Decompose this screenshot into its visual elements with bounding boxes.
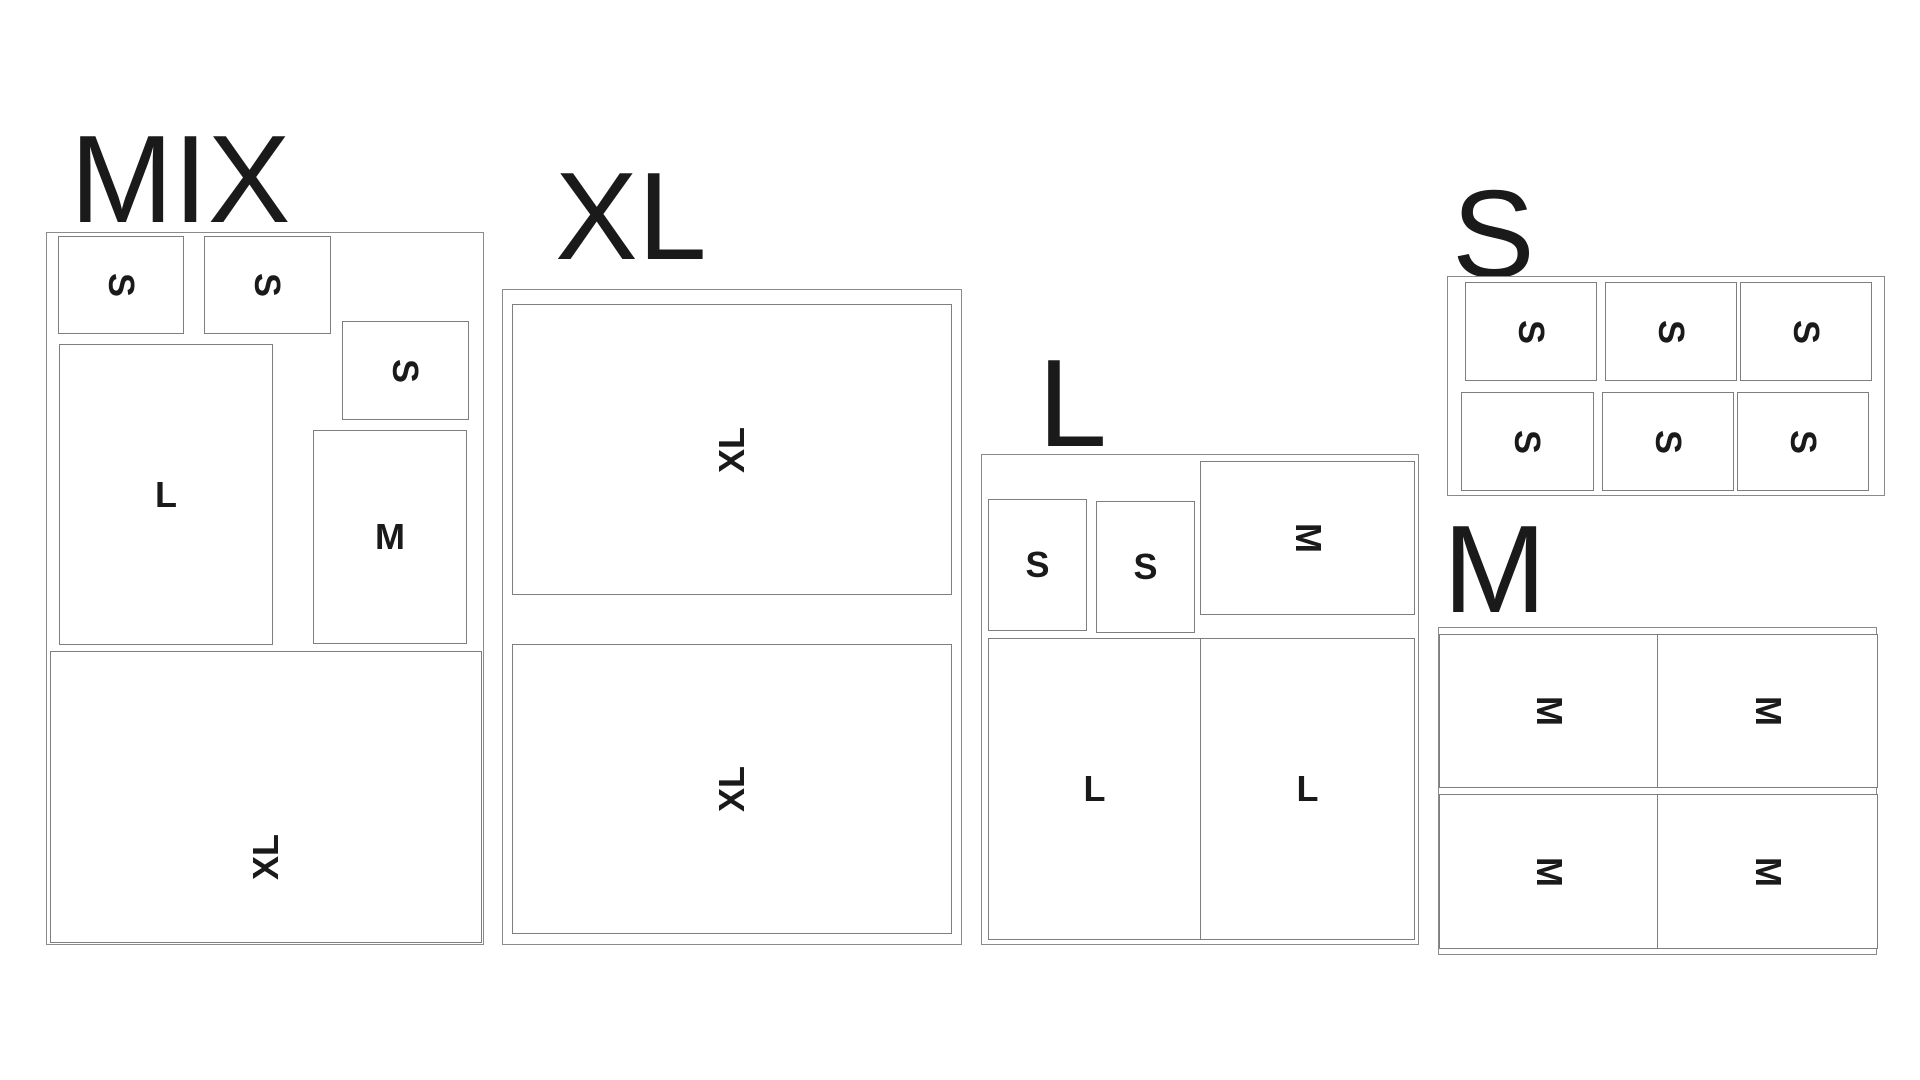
s-cell-2-label: S: [1650, 319, 1692, 344]
m-cell-2[interactable]: M: [1657, 634, 1878, 788]
l-group-box: S S M L L: [981, 454, 1419, 945]
m-cell-1-label: M: [1528, 696, 1570, 726]
mix-cell-l[interactable]: L: [59, 344, 273, 645]
xl-group-box: XL XL: [502, 289, 962, 945]
mix-cell-m[interactable]: M: [313, 430, 467, 644]
mix-cell-s-3-label: S: [385, 358, 427, 383]
s-cell-1-label: S: [1510, 319, 1552, 344]
xl-cell-1-label: XL: [710, 426, 752, 473]
m-cell-2-label: M: [1747, 696, 1789, 726]
s-cell-5-label: S: [1647, 429, 1689, 454]
s-cell-6-label: S: [1782, 429, 1824, 454]
l-cell-s-2[interactable]: S: [1096, 501, 1195, 633]
s-cell-5[interactable]: S: [1602, 392, 1734, 491]
mix-group-title: MIX: [70, 111, 291, 249]
s-cell-6[interactable]: S: [1737, 392, 1869, 491]
s-cell-4-label: S: [1507, 429, 1549, 454]
xl-group-title: XL: [555, 148, 707, 286]
mix-cell-m-label: M: [375, 516, 405, 557]
s-group-box: S S S S S S: [1447, 276, 1885, 496]
l-cell-m[interactable]: M: [1200, 461, 1415, 615]
l-group-title: L: [1038, 335, 1107, 473]
l-cell-m-label: M: [1287, 523, 1329, 553]
l-cell-s-1[interactable]: S: [988, 499, 1087, 631]
l-cell-s-2-label: S: [1133, 546, 1158, 587]
xl-cell-2-label: XL: [710, 765, 752, 813]
s-cell-1[interactable]: S: [1465, 282, 1597, 381]
mix-cell-s-2-label: S: [247, 272, 289, 298]
mix-cell-xl[interactable]: XL: [50, 651, 482, 943]
m-cell-4-label: M: [1747, 856, 1789, 887]
m-group-box: M M M M: [1438, 627, 1878, 955]
s-cell-3-label: S: [1785, 319, 1827, 344]
s-cell-2[interactable]: S: [1605, 282, 1737, 381]
l-cell-s-1-label: S: [1025, 544, 1050, 585]
l-cell-l-2[interactable]: L: [1200, 638, 1415, 940]
m-cell-3-label: M: [1528, 856, 1570, 887]
l-cell-l-2-label: L: [1296, 768, 1319, 809]
mix-cell-l-label: L: [155, 473, 177, 515]
s-cell-4[interactable]: S: [1461, 392, 1594, 491]
mix-cell-xl-label: XL: [244, 833, 286, 881]
xl-cell-1[interactable]: XL: [512, 304, 952, 595]
mix-cell-s-1[interactable]: S: [58, 236, 184, 334]
mix-cell-s-2[interactable]: S: [204, 236, 331, 334]
m-cell-1[interactable]: M: [1439, 634, 1658, 788]
l-cell-l-1[interactable]: L: [988, 638, 1201, 940]
mix-cell-s-3[interactable]: S: [342, 321, 469, 420]
l-cell-l-1-label: L: [1083, 768, 1106, 809]
xl-cell-2[interactable]: XL: [512, 644, 952, 934]
mix-cell-s-1-label: S: [100, 272, 142, 298]
m-cell-3[interactable]: M: [1439, 794, 1658, 949]
m-group-title: M: [1443, 501, 1547, 639]
m-cell-4[interactable]: M: [1657, 794, 1878, 949]
mix-group-box: S S S L M XL: [46, 232, 484, 945]
s-cell-3[interactable]: S: [1740, 282, 1872, 381]
